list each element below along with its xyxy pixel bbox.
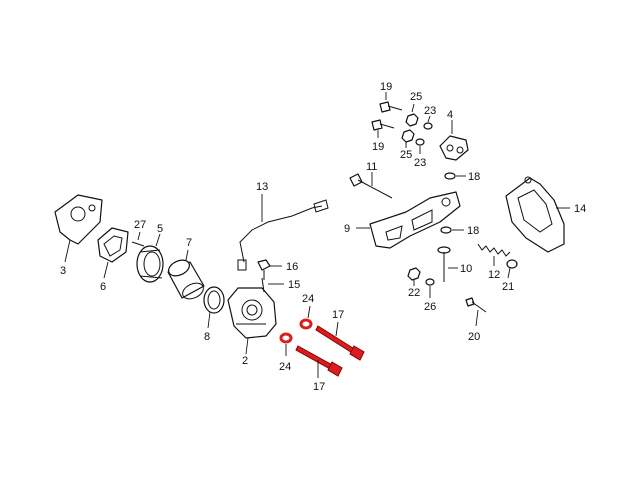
callout-18-lower: 18	[467, 225, 479, 237]
part-6-brake-pad	[97, 227, 129, 279]
part-9-bracket	[356, 191, 461, 249]
part-2-caliper-body	[227, 287, 277, 355]
callout-3: 3	[60, 265, 66, 277]
part-16-banjo-bolt	[257, 259, 282, 280]
callout-17-upper: 17	[332, 309, 344, 321]
callout-4: 4	[447, 109, 453, 121]
callout-23-upper: 23	[424, 105, 436, 117]
part-3-pad-cover	[54, 194, 103, 263]
part-20-stud	[465, 297, 487, 327]
callout-26: 26	[424, 301, 436, 313]
callout-9: 9	[344, 223, 350, 235]
part-24-washer-lower	[279, 332, 293, 356]
part-23-washer-upper	[423, 115, 433, 130]
callout-22: 22	[408, 287, 420, 299]
part-12-spring	[477, 243, 511, 266]
part-4-plate	[439, 120, 469, 161]
part-22-nut	[407, 267, 421, 286]
callout-24-lower: 24	[279, 361, 291, 373]
callout-8: 8	[204, 331, 210, 343]
part-21-collar	[506, 259, 518, 279]
callout-13: 13	[256, 181, 268, 193]
part-10-pivot-bolt	[437, 246, 458, 282]
part-27-pin	[131, 231, 145, 247]
part-19-bolt-upper	[379, 92, 403, 113]
callout-25-lower: 25	[400, 149, 412, 161]
part-7-piston	[167, 249, 205, 300]
callout-19-upper: 19	[380, 81, 392, 93]
part-18-clip-upper	[444, 172, 466, 180]
part-17-bolt-upper	[315, 321, 365, 361]
callout-17-lower: 17	[313, 381, 325, 393]
part-25-nut-upper	[405, 103, 419, 127]
callout-5: 5	[157, 223, 163, 235]
callout-14: 14	[574, 203, 586, 215]
callout-16: 16	[286, 261, 298, 273]
callout-25-upper: 25	[410, 91, 422, 103]
callout-19-lower: 19	[372, 141, 384, 153]
callout-15: 15	[288, 279, 300, 291]
callout-2: 2	[242, 355, 248, 367]
part-24-washer-upper	[299, 305, 313, 330]
part-25-nut-lower	[401, 129, 415, 148]
part-14-guard	[505, 176, 570, 253]
callout-10: 10	[460, 263, 472, 275]
callout-18-upper: 18	[468, 171, 480, 183]
part-5-seal	[136, 233, 164, 283]
part-19-bolt-lower	[371, 119, 395, 138]
callout-11: 11	[366, 161, 377, 173]
callout-24-upper: 24	[302, 293, 314, 305]
part-23-washer-lower	[415, 138, 425, 154]
callout-21: 21	[502, 281, 514, 293]
part-11-bolt	[349, 172, 393, 199]
part-13-brake-hose	[237, 194, 329, 271]
part-18-clip-lower	[440, 226, 464, 234]
part-15-bleeder	[261, 277, 284, 293]
part-26-washer	[425, 278, 435, 298]
callout-20: 20	[468, 331, 480, 343]
callout-23-lower: 23	[414, 157, 426, 169]
part-8-seal-ring	[203, 286, 225, 329]
callout-6: 6	[100, 281, 106, 293]
callout-12: 12	[488, 269, 500, 281]
callout-27: 27	[134, 219, 146, 231]
part-17-bolt-lower	[295, 345, 343, 378]
callout-7: 7	[186, 237, 192, 249]
